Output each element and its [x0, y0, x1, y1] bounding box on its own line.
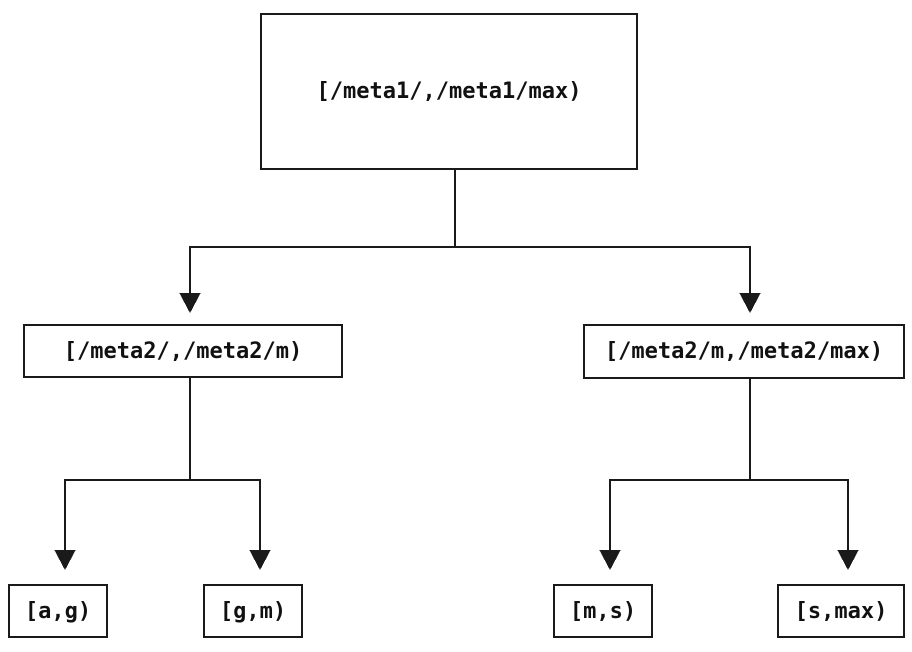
node-leaf-ag: [a,g) — [8, 584, 108, 638]
node-leaf-ag-label: [a,g) — [24, 598, 92, 624]
node-leaf-smax: [s,max) — [777, 584, 905, 638]
node-leaf-gm: [g,m) — [203, 584, 303, 638]
arrowhead-icon — [599, 550, 621, 571]
arrowhead-icon — [179, 293, 201, 314]
arrowhead-icon — [54, 550, 76, 571]
node-root-label: [/meta1/,/meta1/max) — [316, 79, 582, 104]
node-right-subtree: [/meta2/m,/meta2/max) — [583, 324, 905, 379]
node-leaf-smax-label: [s,max) — [794, 598, 888, 624]
node-left-label: [/meta2/,/meta2/m) — [63, 338, 303, 364]
node-leaf-ms: [m,s) — [553, 584, 653, 638]
arrowhead-icon — [739, 293, 761, 314]
node-leaf-gm-label: [g,m) — [219, 598, 287, 624]
arrowhead-icon — [249, 550, 271, 571]
node-leaf-ms-label: [m,s) — [569, 598, 637, 624]
node-root: [/meta1/,/meta1/max) — [260, 13, 638, 170]
node-right-label: [/meta2/m,/meta2/max) — [604, 339, 884, 364]
arrowhead-icon — [837, 550, 859, 571]
node-left-subtree: [/meta2/,/meta2/m) — [23, 324, 343, 378]
